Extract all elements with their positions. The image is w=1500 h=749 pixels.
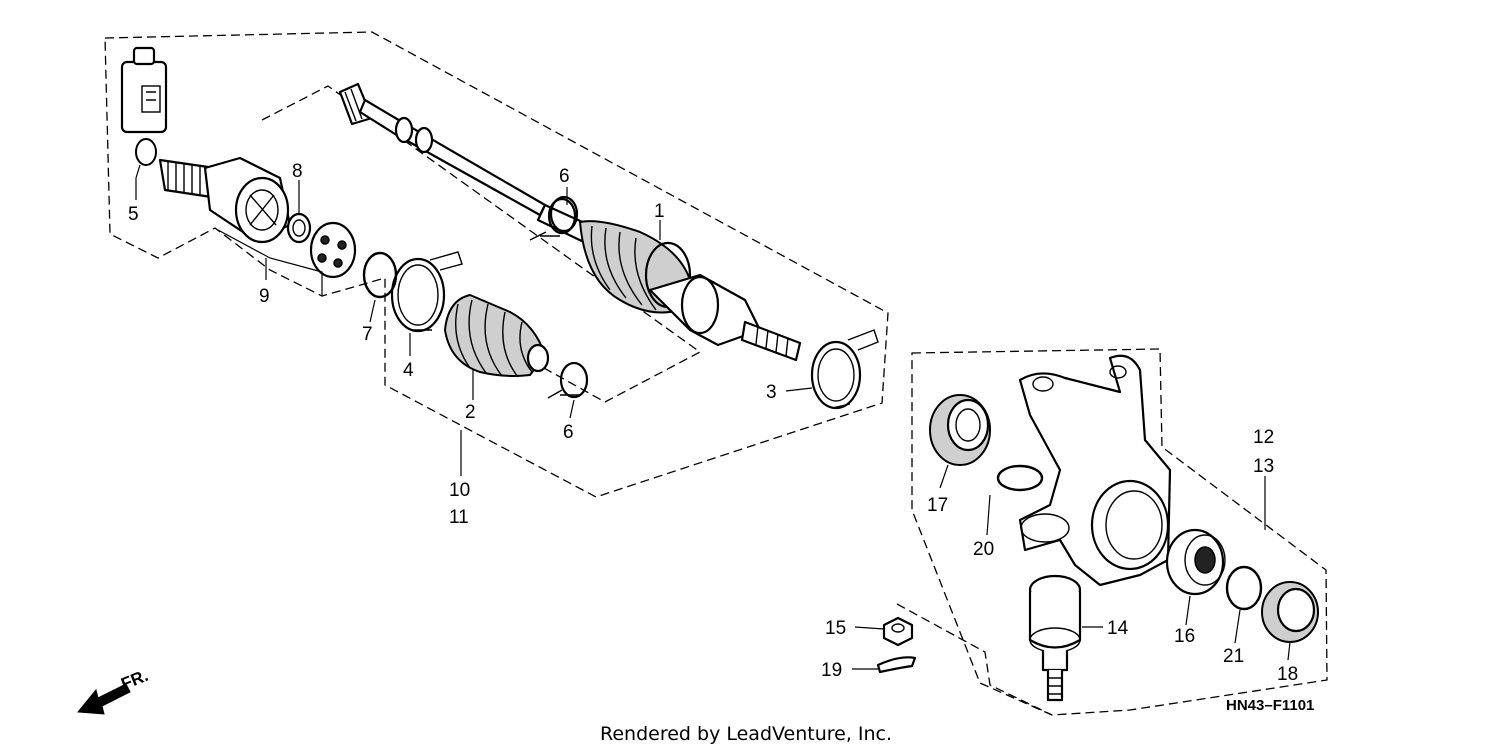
callout-19: 19	[821, 660, 842, 681]
callout-8: 8	[292, 161, 303, 182]
callout-13: 13	[1253, 456, 1274, 477]
callout-4: 4	[403, 360, 414, 381]
ball-joint-part-14	[1028, 574, 1082, 702]
leader-lines	[135, 164, 1291, 670]
grease-bottle	[120, 46, 168, 134]
callout-11: 11	[449, 507, 469, 528]
knuckle-group-outline	[896, 348, 1328, 716]
boot-part-2	[443, 293, 550, 378]
boot-band-part-3	[810, 329, 879, 410]
callout-6-lower: 6	[563, 422, 574, 443]
front-direction-label: FR.	[118, 666, 151, 694]
cage-part-9	[309, 221, 357, 279]
callout-10: 10	[449, 480, 470, 501]
callout-1: 1	[654, 201, 665, 222]
front-direction-arrow-icon: FR.	[77, 666, 151, 715]
callout-21: 21	[1223, 646, 1244, 667]
callout-18: 18	[1277, 664, 1298, 685]
cotter-pin-part-19	[876, 656, 917, 674]
callout-numbers: 1 2 3 4 5 6 6 7 8 9 10 11 12 13 14 15 16…	[128, 161, 1298, 685]
boot-band-part-6-lower	[547, 361, 589, 399]
callout-9: 9	[259, 286, 270, 307]
bearing-part-16	[1165, 528, 1226, 596]
castle-nut-part-15	[882, 616, 914, 647]
boot-band-part-4	[390, 251, 463, 333]
boot-band-part-6-upper	[549, 195, 579, 233]
circlip-part-8	[286, 212, 312, 244]
callout-5: 5	[128, 204, 139, 225]
knuckle-part-12	[1018, 354, 1172, 587]
callout-15: 15	[825, 618, 846, 639]
oil-seal-part-18	[1261, 581, 1319, 643]
oil-seal-part-17	[929, 394, 991, 466]
callout-20: 20	[973, 539, 994, 560]
callout-7: 7	[362, 324, 373, 345]
diagram-code: HN43–F1101	[1226, 697, 1314, 714]
callout-3: 3	[766, 382, 777, 403]
driveshaft-part-1	[338, 82, 802, 362]
callout-14: 14	[1107, 618, 1129, 639]
callout-6-upper: 6	[559, 166, 570, 187]
callout-2: 2	[465, 402, 476, 423]
snap-ring-part-21	[1225, 565, 1263, 611]
driveshaft-group-outline	[104, 31, 889, 498]
callout-12: 12	[1253, 427, 1274, 448]
callout-16: 16	[1174, 626, 1195, 647]
snap-ring-part-20	[996, 464, 1044, 492]
outboard-joint-part-9	[158, 156, 292, 244]
o-ring-part-5	[135, 138, 157, 166]
callout-17: 17	[927, 495, 948, 516]
credit-line: Rendered by LeadVenture, Inc.	[600, 723, 892, 745]
